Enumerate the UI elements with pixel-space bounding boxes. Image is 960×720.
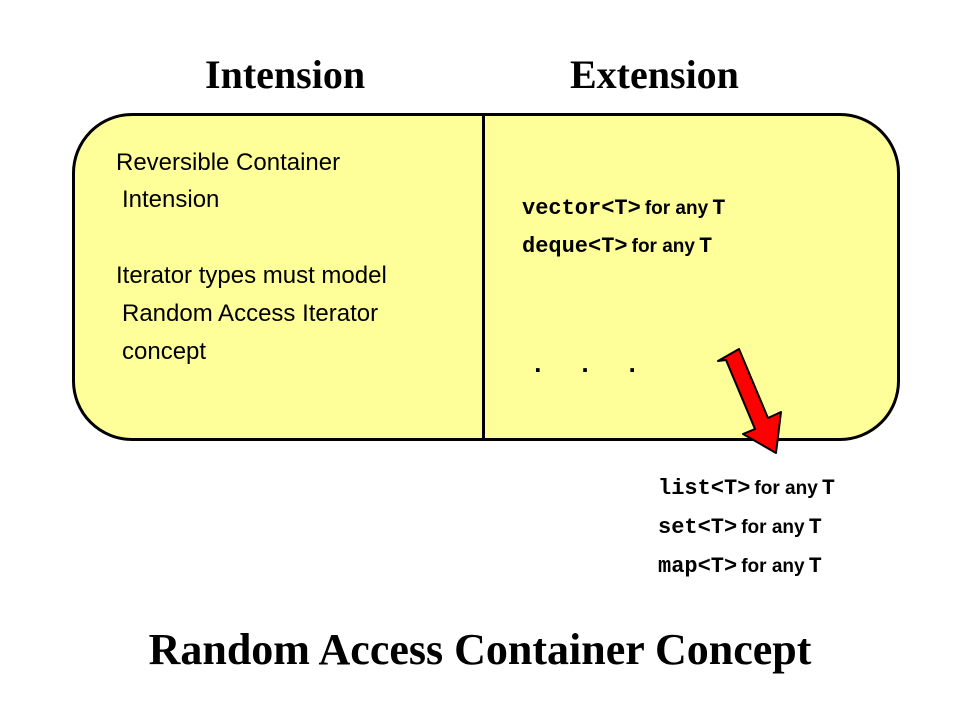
type-name: map<T> [658, 554, 738, 579]
type-param: T [821, 476, 835, 501]
excluded-item-map: map<T> for any T [658, 556, 822, 578]
type-param: T [712, 196, 726, 221]
type-name: deque<T> [522, 234, 628, 259]
for-any-label: for any [741, 556, 805, 577]
intension-line-4: Random Access Iterator [122, 300, 379, 327]
for-any-label: for any [644, 198, 709, 219]
intension-line-5: concept [122, 338, 207, 365]
ellipsis: . . . [530, 350, 649, 380]
intension-line-3: Iterator types must model [116, 262, 387, 289]
intension-heading: Intension [205, 52, 366, 97]
extension-item-deque: deque<T> for any T [522, 236, 712, 258]
box-divider [482, 113, 485, 441]
concept-box [72, 113, 900, 441]
for-any-label: for any [754, 478, 818, 499]
type-param: T [698, 234, 713, 259]
intension-line-2: Intension [122, 186, 220, 213]
extension-heading: Extension [570, 52, 739, 97]
type-param: T [808, 515, 822, 540]
type-param: T [808, 554, 822, 579]
intension-line-1: Reversible Container [116, 149, 341, 176]
excluded-item-list: list<T> for any T [658, 478, 835, 500]
excluded-item-set: set<T> for any T [658, 517, 822, 539]
type-name: vector<T> [522, 196, 641, 221]
type-name: set<T> [658, 515, 738, 540]
for-any-label: for any [741, 517, 805, 538]
type-name: list<T> [658, 476, 751, 501]
slide-title: Random Access Container Concept [148, 625, 812, 674]
extension-item-vector: vector<T> for any T [522, 198, 725, 220]
for-any-label: for any [631, 236, 695, 257]
